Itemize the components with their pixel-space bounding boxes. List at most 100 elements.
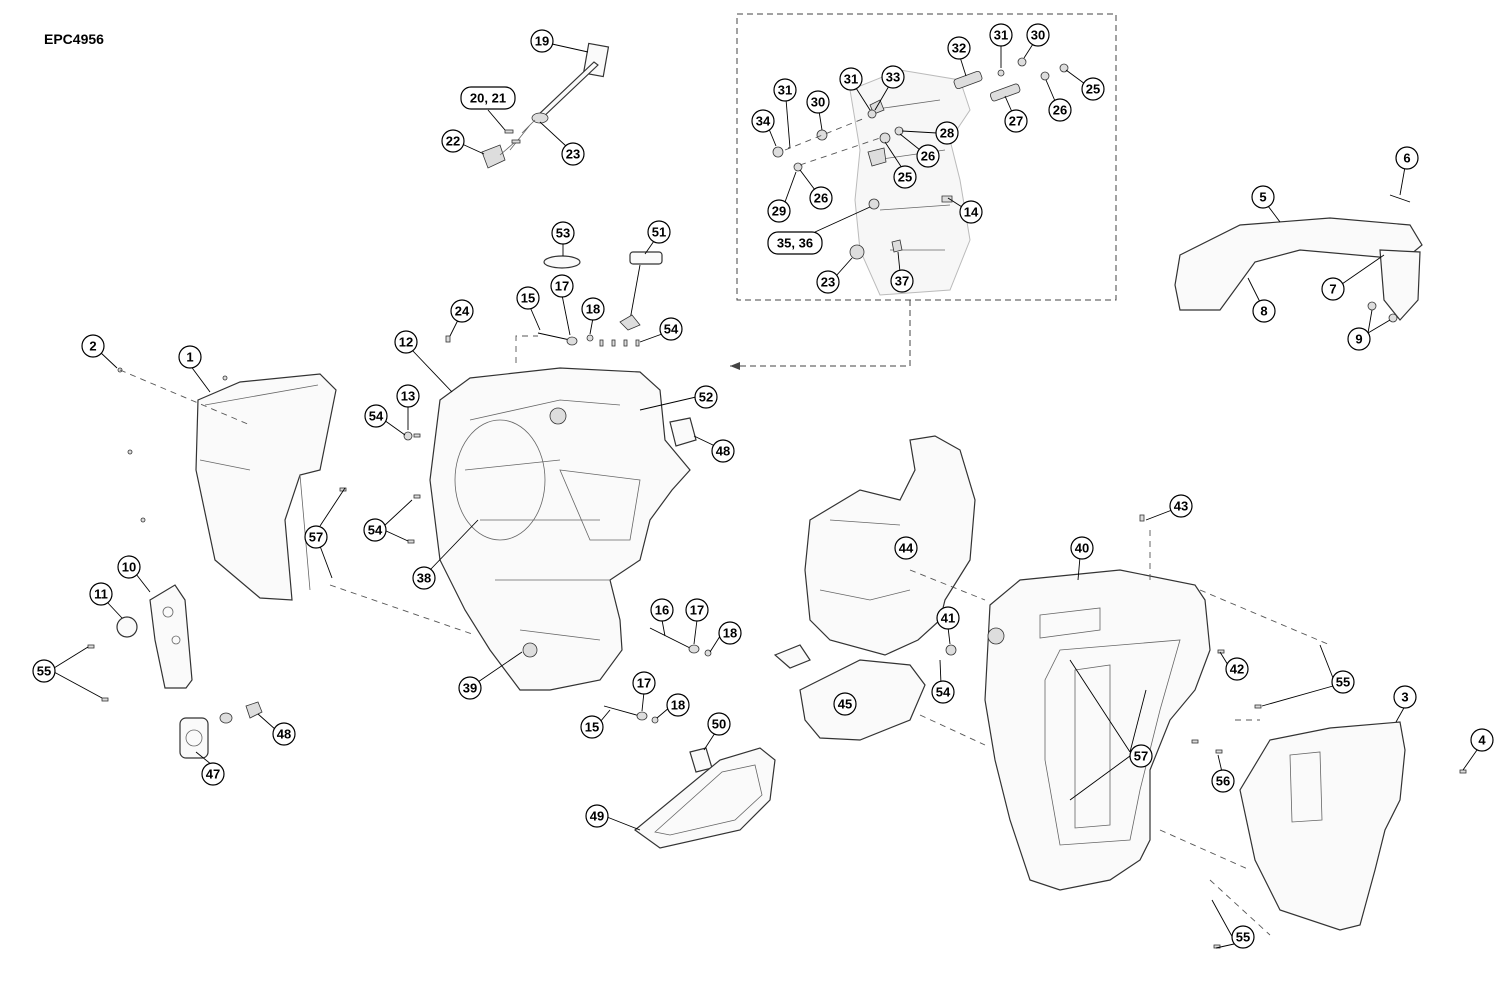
callout-8: 8 [1247,277,1276,323]
callout-39: 39 [458,651,523,700]
callout-54-top: 54 [639,317,683,343]
callout-32: 32 [947,36,971,77]
central-frame [429,367,691,691]
svg-text:4: 4 [1478,733,1486,748]
callout-18-upper: 18 [581,297,605,335]
callout-41: 41 [936,606,960,645]
callout-13: 13 [396,384,420,430]
callout-43: 43 [1145,494,1193,521]
callout-15-lower: 15 [580,709,611,739]
callout-40: 40 [1070,536,1094,581]
svg-text:11: 11 [94,587,108,602]
svg-text:15: 15 [521,291,535,306]
svg-text:56: 56 [1216,774,1230,789]
svg-text:26: 26 [814,191,828,206]
svg-text:37: 37 [895,274,909,289]
callout-7: 7 [1321,254,1385,301]
svg-text:17: 17 [637,676,651,691]
svg-text:24: 24 [455,304,470,319]
inset-connector [730,300,911,367]
top-screws [515,332,640,363]
callout-37: 37 [890,251,914,293]
svg-text:27: 27 [1009,114,1023,129]
arrow-frame [329,584,476,636]
svg-text:31: 31 [844,72,858,87]
callout-34: 34 [751,109,777,147]
svg-text:32: 32 [952,41,966,56]
svg-text:6: 6 [1403,151,1410,166]
svg-text:55: 55 [1236,930,1250,945]
cap-11 [116,616,138,638]
scattered-screws [87,335,1467,949]
callout-2: 2 [81,334,118,369]
svg-text:25: 25 [1086,82,1100,97]
svg-text:31: 31 [778,83,792,98]
callout-6: 6 [1395,146,1419,196]
callout-26-left: 26 [799,169,833,210]
svg-text:40: 40 [1075,541,1089,556]
callout-24: 24 [449,299,474,337]
callout-17-lower: 17 [632,671,656,712]
svg-text:25: 25 [898,170,912,185]
callout-20-21: 20, 21 [460,86,516,131]
callout-31-center: 31 [839,67,871,111]
callout-47: 47 [195,751,225,786]
svg-text:54: 54 [368,523,383,538]
svg-text:17: 17 [690,603,704,618]
callout-26-center: 26 [899,133,940,168]
callout-27: 27 [1004,95,1028,133]
svg-text:29: 29 [772,204,786,219]
callout-10: 10 [117,555,151,593]
svg-text:17: 17 [555,279,569,294]
callout-17-upper: 17 [550,274,574,336]
callout-28: 28 [901,121,959,145]
svg-text:15: 15 [585,720,599,735]
callout-54-right: 54 [931,659,955,704]
svg-text:49: 49 [590,809,604,824]
callout-55-right-upper: 55 [1261,644,1355,707]
svg-text:47: 47 [206,767,220,782]
svg-text:57: 57 [309,530,323,545]
svg-text:55: 55 [1336,675,1350,690]
callout-4: 4 [1462,728,1494,771]
svg-text:52: 52 [699,390,713,405]
svg-text:53: 53 [556,226,570,241]
svg-text:19: 19 [535,34,549,49]
svg-text:48: 48 [716,444,730,459]
callout-50: 50 [703,712,731,751]
lower-liner-45 [773,644,926,741]
svg-text:8: 8 [1260,304,1267,319]
svg-text:1: 1 [186,350,193,365]
callout-51: 51 [644,220,671,255]
callout-57-left: 57 [304,487,346,579]
callout-14: 14 [947,197,983,224]
callout-18-lower: 18 [656,693,690,719]
callout-23-cable: 23 [539,121,585,166]
clip-48-upper [669,417,697,447]
callout-48-right: 48 [693,435,735,463]
inset-arrow [730,362,740,370]
callout-5: 5 [1251,185,1281,223]
svg-text:26: 26 [921,149,935,164]
callout-55-right-lower: 55 [1211,899,1255,949]
svg-text:54: 54 [664,322,679,337]
svg-text:42: 42 [1230,662,1244,677]
svg-text:55: 55 [37,664,51,679]
top-cover-5 [1174,194,1423,323]
tray-49 [634,747,776,849]
svg-text:50: 50 [712,717,726,732]
svg-text:43: 43 [1174,499,1188,514]
arrow-left-cover [119,369,251,426]
svg-text:18: 18 [723,626,737,641]
svg-text:22: 22 [446,134,460,149]
callout-26-right: 26 [1045,79,1072,122]
callout-45: 45 [833,692,857,716]
svg-text:57: 57 [1134,749,1148,764]
callout-23-inset: 23 [816,257,853,294]
svg-text:7: 7 [1329,282,1336,297]
callout-31-left: 31 [773,78,797,149]
callout-18-mid: 18 [709,621,742,653]
svg-text:2: 2 [89,339,96,354]
svg-text:10: 10 [122,560,136,575]
